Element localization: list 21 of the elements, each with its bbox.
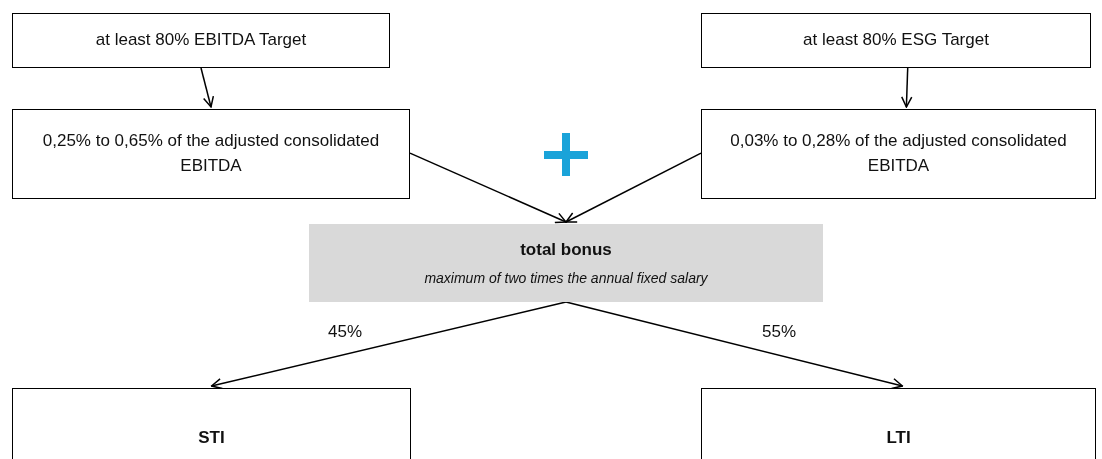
arrow bbox=[210, 301, 567, 390]
process-box bbox=[701, 13, 1091, 68]
box-text: LTI bbox=[885, 427, 912, 449]
result-box bbox=[309, 224, 823, 302]
process-box bbox=[701, 109, 1096, 199]
process-box bbox=[12, 13, 390, 68]
box-text: 0,25% to 0,65% of the adjusted consolidated EBITDA bbox=[41, 130, 381, 177]
process-box bbox=[12, 388, 411, 459]
box-text: STI bbox=[197, 427, 226, 449]
box-text: at least 80% EBITDA Target bbox=[94, 29, 308, 52]
box-note: maximum of two times the annual fixed salary bbox=[424, 269, 708, 289]
box-text: 0,03% to 0,28% of the adjusted consolidated EBITDA bbox=[729, 130, 1068, 177]
arrow bbox=[565, 301, 904, 390]
arrow bbox=[200, 67, 215, 108]
box-text: total bonus bbox=[519, 238, 613, 261]
process-box bbox=[701, 388, 1096, 459]
arrow bbox=[409, 152, 567, 224]
arrow bbox=[565, 152, 702, 223]
process-box bbox=[12, 109, 410, 199]
box-text: at least 80% ESG Target bbox=[802, 29, 990, 52]
arrow bbox=[901, 67, 913, 108]
